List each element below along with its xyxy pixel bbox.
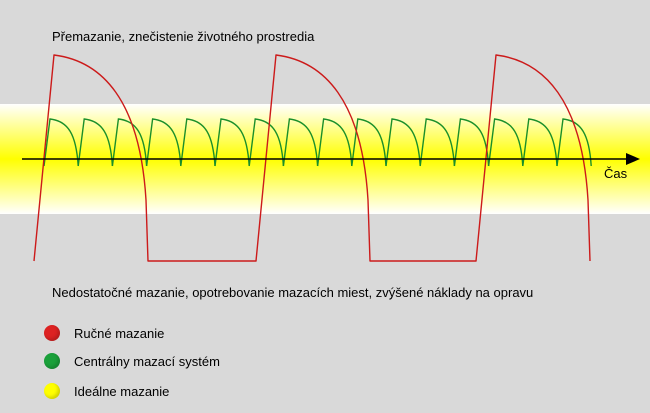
- central-system-tooth: [282, 118, 319, 167]
- overlubrication-label: Přemazanie, znečistenie životného prostr…: [52, 29, 315, 44]
- central-system-tooth: [248, 118, 285, 167]
- arrow-right-icon: [626, 153, 640, 165]
- central-system-curve-group: [43, 118, 592, 167]
- central-system-tooth: [214, 118, 250, 167]
- central-system-tooth: [180, 118, 216, 167]
- central-system-tooth: [351, 118, 387, 167]
- green-dot-icon: [44, 353, 60, 369]
- time-axis-label: Čas: [604, 166, 628, 181]
- legend-label: Ideálne mazanie: [74, 383, 170, 399]
- legend-label: Centrálny mazací systém: [74, 353, 220, 369]
- central-system-tooth: [556, 118, 592, 167]
- red-dot-icon: [44, 325, 60, 341]
- legend-item-manual: Ručné mazanie: [44, 324, 164, 342]
- central-system-tooth: [316, 118, 353, 167]
- central-system-tooth: [453, 118, 490, 167]
- central-system-tooth: [419, 118, 456, 167]
- central-system-tooth: [77, 118, 114, 167]
- central-system-tooth: [522, 118, 558, 167]
- central-system-tooth: [487, 118, 524, 167]
- central-system-tooth: [385, 118, 421, 167]
- central-system-tooth: [145, 118, 182, 167]
- central-system-tooth: [43, 118, 79, 167]
- underlubrication-label: Nedostatočné mazanie, opotrebovanie maza…: [52, 285, 534, 300]
- manual-lubrication-curve: [33, 54, 591, 262]
- legend-label: Ručné mazanie: [74, 325, 165, 341]
- yellow-dot-icon: [44, 383, 60, 399]
- legend-item-central: Centrálny mazací systém: [44, 352, 220, 370]
- legend-item-ideal: Ideálne mazanie: [44, 382, 169, 400]
- central-system-tooth: [111, 118, 148, 167]
